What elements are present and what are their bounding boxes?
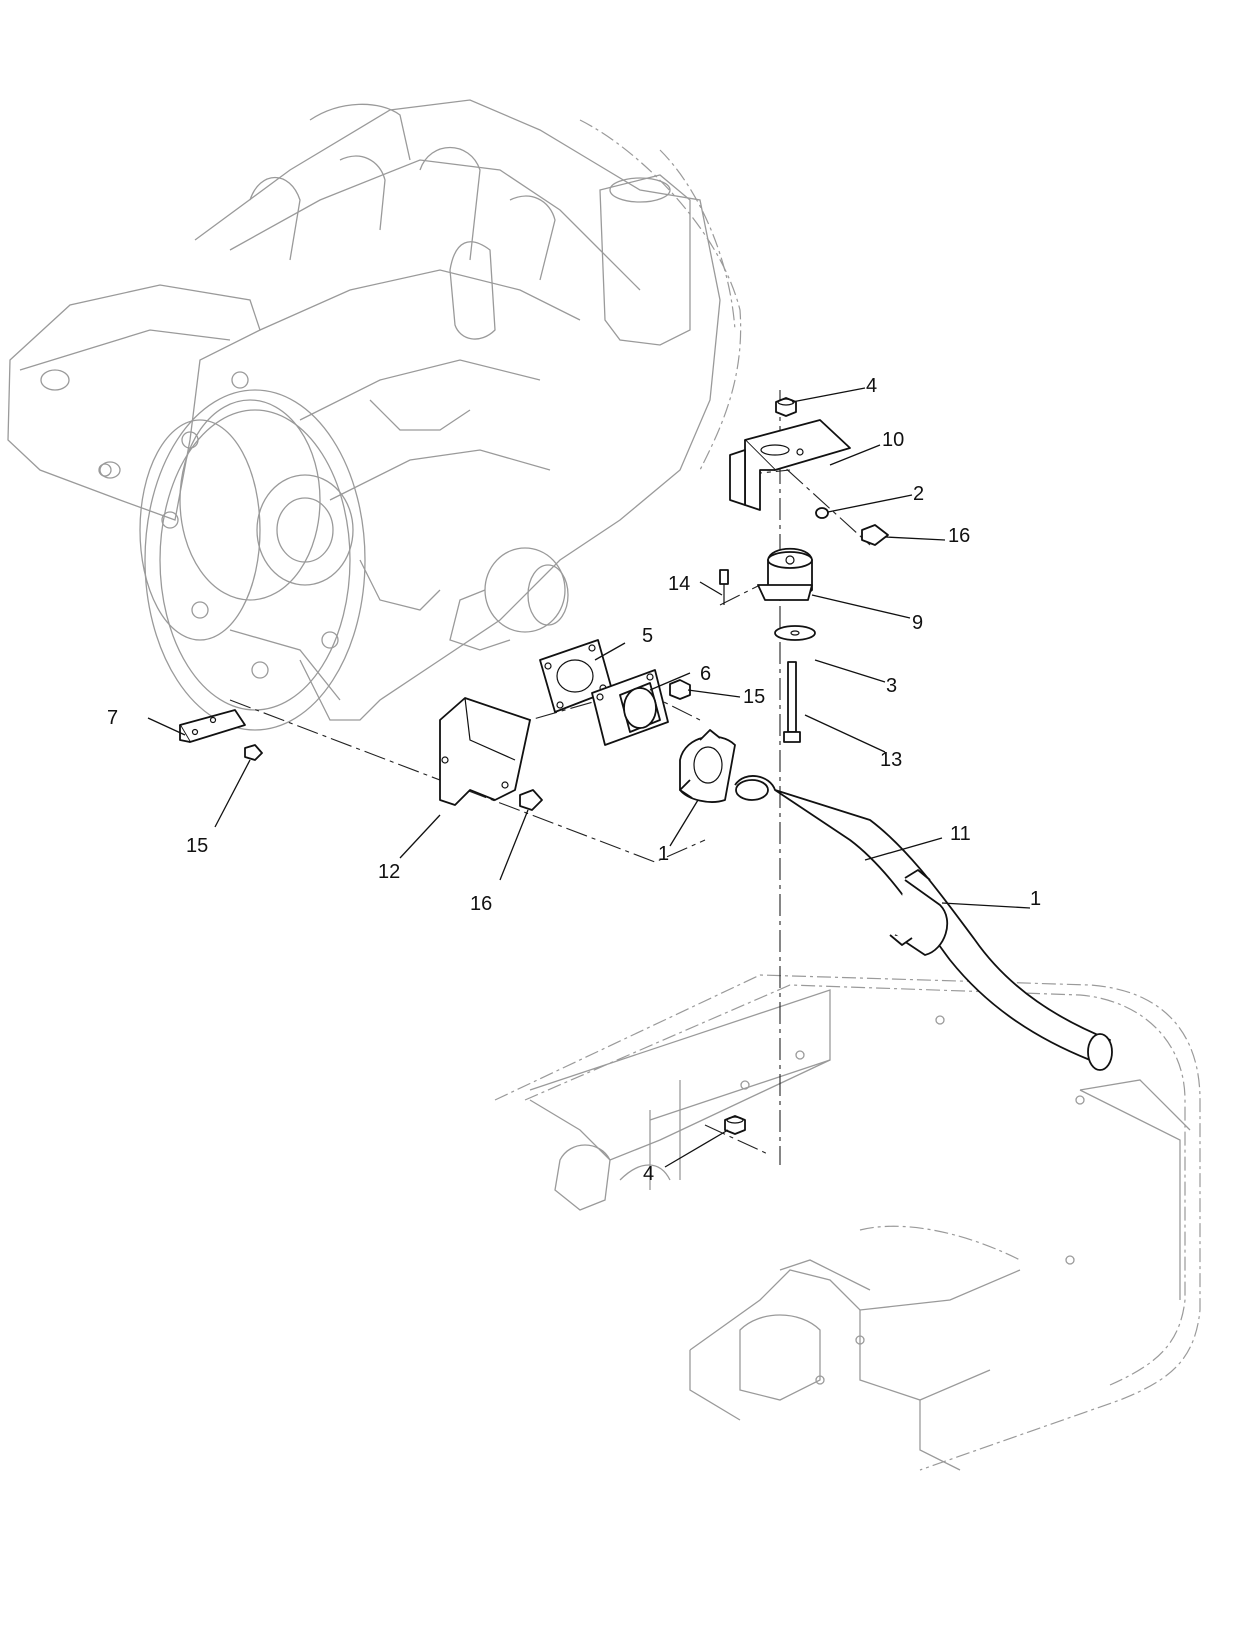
callout-16-low: 16	[470, 893, 492, 915]
callout-10: 11	[950, 823, 971, 845]
part-11-bracket	[439, 697, 531, 806]
callout-12: 13	[880, 749, 902, 771]
callout-11: 12	[378, 861, 400, 883]
part-6-flange	[591, 669, 669, 746]
part-16-bolt-lower	[519, 789, 543, 811]
callout-2: 2	[913, 483, 924, 505]
frame-ghost	[494, 974, 1201, 1471]
callout-4-bottom: 4	[643, 1163, 654, 1185]
part-4-nut-bottom	[724, 1115, 746, 1135]
callout-15: 15	[186, 835, 208, 857]
callout-1-right: 1	[1030, 888, 1041, 910]
leader-lines	[147, 387, 1031, 1168]
callout-3: 3	[886, 675, 897, 697]
assembly-lines	[229, 390, 871, 1165]
callout-6: 6	[700, 663, 711, 685]
part-1-clamp-right	[889, 869, 949, 956]
part-14-nut	[669, 679, 691, 700]
callout-16-top: 16	[948, 525, 970, 547]
part-15-bolt	[244, 744, 263, 761]
callout-13: 14	[668, 573, 690, 595]
part-2-washer	[815, 507, 829, 519]
part-16-bolt-right	[861, 524, 889, 546]
part-1-clamp-left	[679, 729, 736, 803]
callout-5: 5	[642, 625, 653, 647]
callout-1-left: 1	[658, 843, 669, 865]
callout-8: 9	[912, 612, 923, 634]
part-7-bracket	[179, 709, 246, 743]
engine-ghost	[7, 99, 742, 731]
part-13-pin	[719, 569, 729, 605]
callout-labels: 4 10 2 16 14 9 3 13 5 6 15 7 15 1 12 16 …	[107, 375, 1041, 1185]
callout-4-top: 4	[866, 375, 877, 397]
part-4-nut-top	[775, 397, 797, 417]
part-12-bolt	[783, 661, 801, 743]
part-8-mount	[757, 547, 813, 601]
callout-14: 15	[743, 686, 765, 708]
callout-9: 10	[882, 429, 904, 451]
callout-7: 7	[107, 707, 118, 729]
part-9-bracket	[729, 419, 851, 511]
part-3-washer	[774, 625, 816, 641]
